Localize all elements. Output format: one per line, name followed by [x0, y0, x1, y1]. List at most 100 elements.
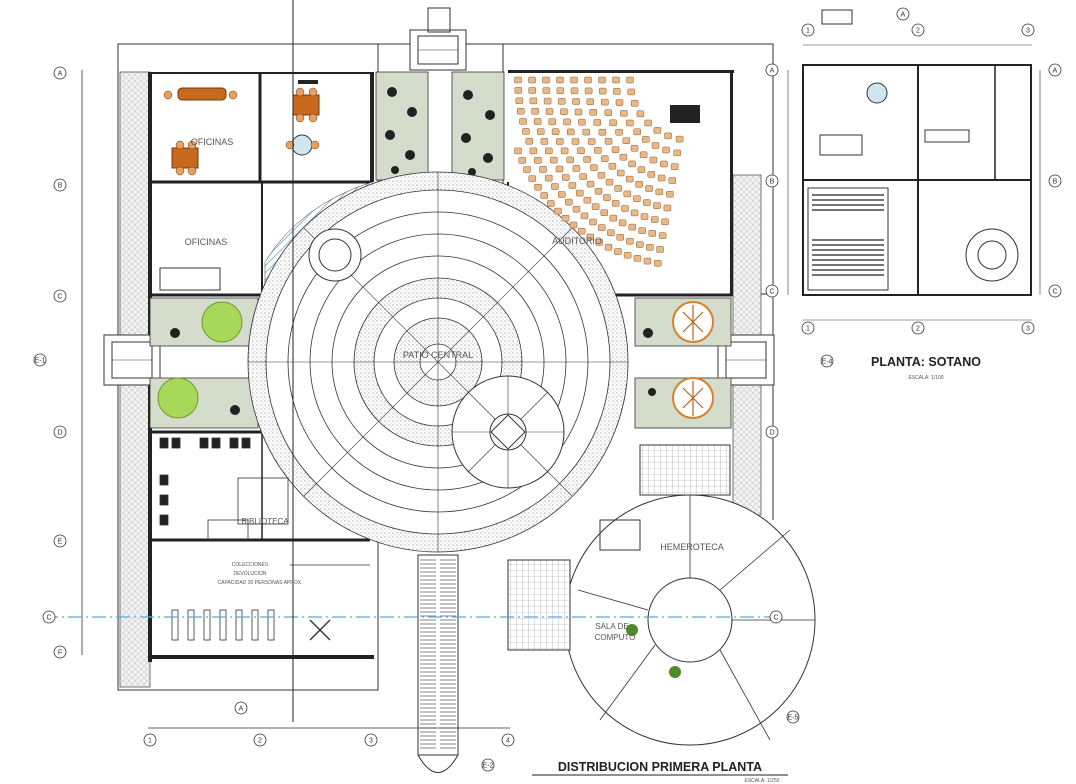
auditorium-seat [640, 213, 649, 220]
auditorium-seat [656, 246, 664, 253]
auditorium-seat [628, 160, 636, 168]
section-mark-a-bottom: A [234, 701, 248, 715]
auditorium-seat [565, 198, 573, 206]
auditorium-seat [589, 109, 597, 116]
room-label-hemeroteca: HEMEROTECA [660, 542, 724, 552]
auditorium-seat [605, 178, 614, 186]
auditorium-seat [628, 223, 637, 231]
auditorium-seat [579, 173, 587, 180]
auditorium-seat [611, 200, 620, 207]
auditorium-seat [675, 135, 684, 143]
svg-text:A: A [901, 12, 906, 19]
auditorium-seat [650, 216, 659, 223]
auditorium-seat [536, 128, 545, 135]
svg-text:E-2: E-2 [483, 763, 494, 770]
main-plan-title: DISTRIBUCION PRIMERA PLANTA [558, 760, 762, 774]
auditorium-seat [614, 185, 622, 192]
auditorium-seating [514, 76, 684, 267]
auditorium-seat [609, 214, 618, 222]
svg-text:C: C [46, 615, 51, 622]
auditorium-seat [653, 202, 661, 209]
office-furniture [159, 80, 320, 291]
svg-text:F: F [58, 650, 62, 657]
auditorium-seat [529, 97, 538, 105]
room-label-computo: COMPUTO [595, 633, 636, 642]
auditorium-seat [556, 138, 564, 145]
auditorium-seat [637, 166, 646, 173]
auditorium-seat [598, 87, 607, 95]
auditorium-seat [584, 76, 592, 84]
svg-text:C: C [773, 615, 778, 622]
auditorium-seat [574, 108, 583, 116]
auditorium-seat [614, 248, 622, 255]
hemeroteca [507, 444, 816, 746]
svg-text:B: B [58, 183, 63, 190]
auditorium-seat [519, 118, 527, 125]
auditorium-seat [615, 128, 623, 136]
room-label-auditorio: AUDITORIO [552, 236, 602, 246]
basement-row-bubble-right-B: B [1048, 174, 1062, 188]
auditorium-seat [586, 180, 595, 188]
auditorium-seat [655, 188, 664, 196]
svg-text:C: C [1052, 289, 1057, 296]
auditorium-seat [653, 127, 662, 134]
auditorium-seat [534, 157, 542, 164]
auditorium-seat [531, 108, 539, 115]
auditorium-seat [600, 155, 609, 162]
auditorium-seat [528, 76, 536, 84]
labels: OFICINAS OFICINAS AUDITORIO PATIO CENTRA… [185, 137, 982, 784]
auditorium-seat [603, 194, 611, 201]
auditorium-seat [600, 209, 609, 216]
auditorium-seat [660, 160, 668, 168]
auditorium-seat [525, 138, 534, 145]
auditorium-seat [619, 153, 628, 161]
auditorium-seat [567, 128, 575, 136]
svg-text:B: B [770, 179, 775, 186]
basement-col-bubble-bottom-1: 1 [801, 321, 815, 335]
basement-row-bubble-right-A: A [1048, 63, 1062, 77]
section-line [44, 0, 780, 722]
auditorium-seat [635, 181, 643, 188]
auditorium-seat [580, 212, 589, 220]
room-label-oficinas-2: OFICINAS [185, 237, 228, 247]
auditorium-seat [514, 76, 522, 84]
basement-row-bubble-C: C [765, 284, 779, 298]
auditorium-seat [514, 87, 523, 94]
auditorium-seat [528, 175, 537, 182]
auditorium-seat [597, 171, 606, 179]
auditorium-seat [570, 76, 578, 84]
auditorium-seat [657, 174, 666, 182]
svg-text:D: D [769, 430, 774, 437]
auditorium-seat [626, 119, 634, 127]
svg-text:A: A [58, 71, 63, 78]
svg-text:D: D [57, 430, 62, 437]
svg-text:B: B [1053, 179, 1058, 186]
auditorium-seat [556, 87, 565, 94]
section-mark-e2: E-2 [481, 758, 495, 772]
section-mark-e5: E-5 [786, 710, 800, 724]
auditorium-seat [522, 128, 530, 135]
auditorium-seat [639, 151, 648, 159]
section-mark-c-left: C [42, 610, 56, 624]
auditorium-seat [554, 207, 562, 215]
row-bubble-C: C [53, 289, 67, 303]
basement-plan-scale: ESCALA: 1/100 [908, 375, 943, 381]
room-label-oficinas-1: OFICINAS [191, 137, 234, 147]
auditorium-seat [572, 205, 581, 213]
stage-block [670, 105, 700, 123]
room-label-colecciones: COLECCIONES [232, 562, 269, 568]
auditorium-seat [622, 137, 631, 144]
svg-text:1: 1 [148, 738, 152, 745]
row-bubble-D: D [53, 425, 67, 439]
auditorium-seat [583, 196, 592, 204]
auditorium-seat [556, 76, 564, 84]
auditorium-seat [555, 165, 564, 173]
auditorium-seat [569, 221, 578, 229]
auditorium-seat [577, 147, 585, 154]
room-label-capacidad: CAPACIDAD 30 PERSONAS APROX. [218, 580, 303, 586]
auditorium-seat [544, 174, 553, 182]
basement-col-bubble-3: 3 [1021, 23, 1035, 37]
auditorium-seat [663, 204, 672, 212]
auditorium-seat [633, 195, 641, 202]
auditorium-seat [543, 97, 552, 105]
